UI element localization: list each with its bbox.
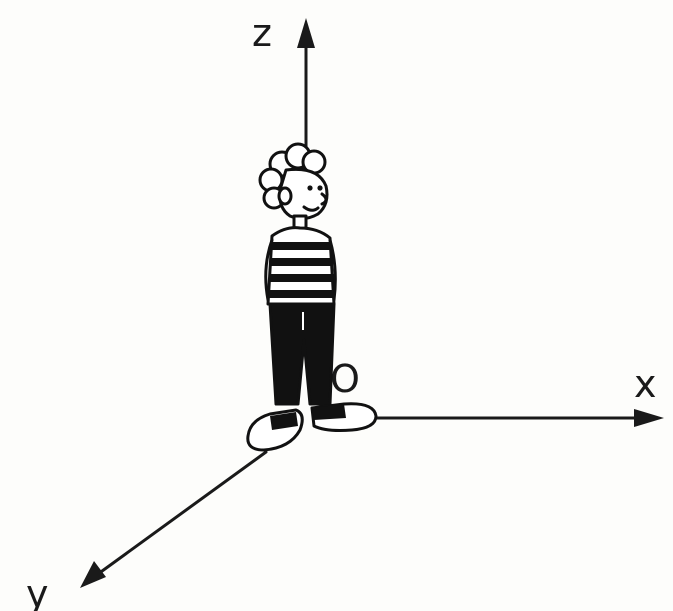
boy-hair (258, 142, 327, 210)
y-arrowhead-icon (80, 561, 106, 588)
y-axis-label: y (26, 572, 49, 611)
z-axis: z (252, 11, 315, 154)
boy-standing-icon (246, 142, 378, 452)
boy-shoes (246, 402, 378, 452)
boy-eye-icon (317, 185, 323, 191)
boy-shirt (266, 226, 336, 306)
boy-mouth (302, 205, 320, 212)
origin-label: O (330, 357, 360, 401)
x-axis-label: x (634, 362, 657, 406)
boy-trousers (268, 302, 336, 406)
boy-eye-icon (307, 185, 313, 191)
boy-ear (277, 186, 293, 206)
z-arrowhead-icon (297, 18, 315, 48)
boy-nose (320, 192, 328, 206)
z-axis-label: z (252, 11, 272, 55)
y-axis: y (26, 450, 268, 611)
boy-face (278, 167, 329, 221)
boy-right-arm (328, 238, 337, 302)
boy-left-arm (264, 238, 274, 302)
x-axis: x (368, 362, 664, 427)
x-arrowhead-icon (634, 409, 664, 427)
